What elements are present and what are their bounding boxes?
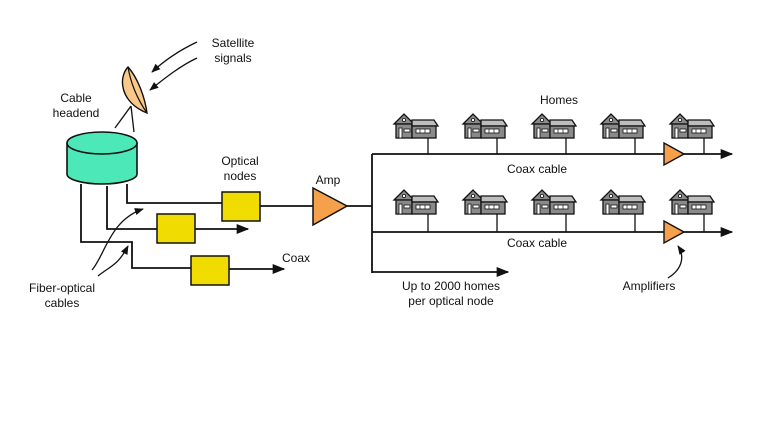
satellite-dish-icon bbox=[114, 65, 148, 133]
house-icon bbox=[531, 113, 577, 139]
headend-cylinder-icon bbox=[66, 131, 138, 185]
fiber-cable-2 bbox=[106, 186, 157, 230]
satellite-signals-label-line1: Satellite bbox=[212, 36, 255, 50]
fiber-cable-3 bbox=[80, 184, 191, 269]
homes-row-top bbox=[393, 113, 715, 154]
house-icon bbox=[600, 113, 646, 139]
amplifier-triangle-icon bbox=[663, 219, 686, 245]
capacity-label-line1: Up to 2000 homes bbox=[402, 279, 500, 293]
house-icon bbox=[393, 113, 439, 139]
house-icon bbox=[669, 189, 715, 215]
optical-nodes-label-line2: nodes bbox=[224, 169, 257, 183]
capacity-label-line2: per optical node bbox=[408, 294, 494, 308]
optical-node-box-icon bbox=[190, 255, 230, 286]
coax-cable-top-label: Coax cable bbox=[507, 162, 567, 176]
house-icon bbox=[531, 189, 577, 215]
amplifier-triangle-icon bbox=[312, 186, 349, 227]
satellite-signal-arrow bbox=[151, 41, 198, 73]
optical-node-box-icon bbox=[221, 191, 261, 222]
amplifier-triangle-icon bbox=[663, 141, 686, 167]
amplifiers-label: Amplifiers bbox=[623, 279, 676, 293]
coax-cable-bottom-label: Coax cable bbox=[507, 236, 567, 250]
optical-nodes-label-line1: Optical bbox=[221, 154, 258, 168]
satellite-signals-label-line2: signals bbox=[214, 51, 251, 65]
cable-headend-label-line1: Cable bbox=[60, 91, 92, 105]
homes-row-bottom bbox=[393, 189, 715, 232]
homes-label: Homes bbox=[540, 93, 578, 107]
optical-node-box-icon bbox=[156, 213, 196, 244]
fiber-optical-label-line2: cables bbox=[45, 296, 80, 310]
amp-label: Amp bbox=[316, 173, 341, 187]
amplifiers-label-arrow bbox=[667, 245, 686, 279]
fiber-label-arrow bbox=[97, 245, 129, 277]
cable-headend-label-line2: headend bbox=[53, 106, 100, 120]
fiber-cable-1 bbox=[126, 184, 222, 204]
house-icon bbox=[669, 113, 715, 139]
house-icon bbox=[462, 189, 508, 215]
fiber-label-arrow bbox=[91, 208, 144, 271]
house-icon bbox=[393, 189, 439, 215]
coax-label: Coax bbox=[282, 251, 310, 265]
house-icon bbox=[600, 189, 646, 215]
fiber-optical-label-line1: Fiber-optical bbox=[29, 281, 95, 295]
satellite-signal-arrow bbox=[149, 57, 198, 91]
house-icon bbox=[462, 113, 508, 139]
